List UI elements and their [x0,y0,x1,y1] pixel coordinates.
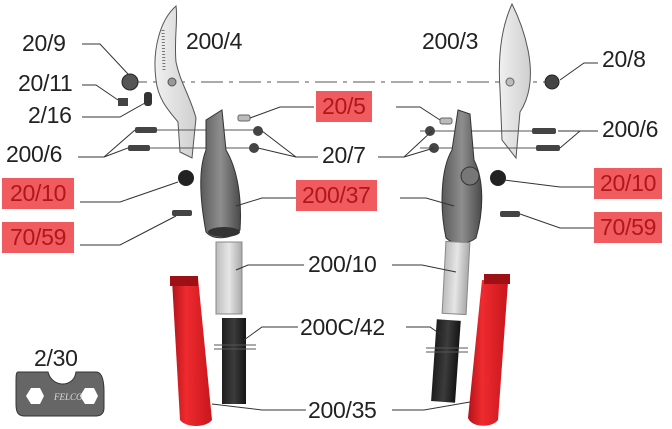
part-200-6-b [128,145,150,151]
label-20-5: 20/5 [316,91,372,122]
label-200-6-right: 200/6 [602,116,659,142]
part-20-7-b [249,143,259,153]
part-200-6-a [135,127,157,133]
label-200-6-left: 200/6 [6,141,63,167]
left-handle-head [200,109,241,239]
label-200-35: 200/35 [308,397,377,423]
part-200-10-left [215,241,243,315]
right-handle-head [441,109,483,244]
part-20-10-left [178,170,194,186]
part-2-30-spanner: FELCO [15,371,105,417]
part-20-7-c [425,126,435,136]
label-20-10-left: 20/10 [2,178,75,209]
label-20-10-right: 20/10 [594,168,663,199]
label-2-16: 2/16 [28,102,72,128]
label-200-4: 200/4 [186,28,243,54]
part-20-9 [121,73,139,91]
label-200-10: 200/10 [308,251,377,277]
label-20-7: 20/7 [322,142,366,168]
label-70-59-right: 70/59 [594,212,663,243]
felco-brand-mark: FELCO [53,392,83,402]
leader-lines [78,43,598,411]
part-20-7-a [253,126,263,136]
part-200-6-d [536,145,560,151]
part-2-16 [144,92,152,106]
part-200-10-right [441,240,471,316]
label-20-8: 20/8 [602,46,646,72]
label-20-9: 20/9 [22,30,66,56]
label-70-59-left: 70/59 [2,222,75,253]
label-2-30: 2/30 [34,345,78,371]
part-20-8 [544,74,560,90]
label-200-3: 200/3 [422,28,479,54]
part-200-6-c [532,128,556,134]
part-70-59-left [172,210,192,216]
part-20-5-left [237,114,251,122]
part-200-35-right [468,274,510,426]
part-70-59-right [500,211,520,217]
part-200c-42-left [222,318,246,404]
part-200c-42-right [431,319,461,403]
label-200-37: 200/37 [296,180,377,211]
right-cutting-blade [498,2,531,160]
part-20-11 [118,98,128,106]
label-200c-42: 200C/42 [300,314,385,340]
part-20-5-right [439,117,453,125]
left-hook-blade [154,5,197,159]
part-200-35-left [170,276,212,426]
label-20-11: 20/11 [18,70,73,96]
part-20-10-right [490,170,506,186]
